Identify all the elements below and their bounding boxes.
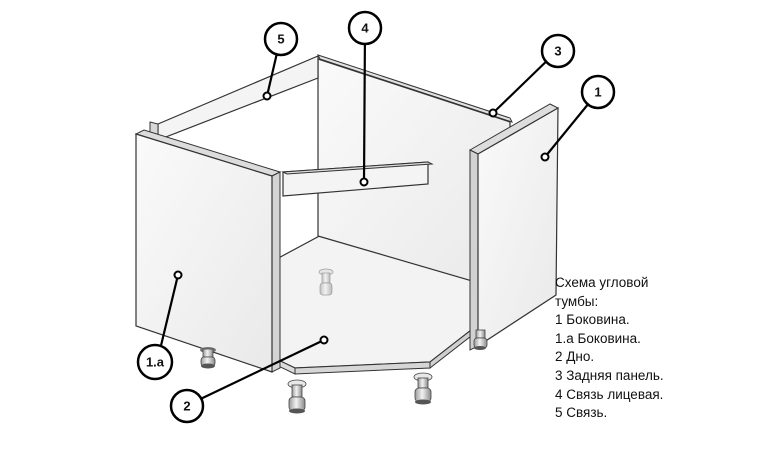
callout-5-label: 5 [277, 32, 284, 47]
callout-4: 4 [347, 10, 383, 46]
foot-rear [318, 268, 334, 296]
legend-title-line-1: Схема угловой [555, 275, 649, 290]
callout-4-label: 4 [361, 21, 369, 36]
foot-front-center [287, 379, 307, 414]
callout-2-label: 2 [183, 399, 190, 414]
legend-item-3: 3 Задняя панель. [555, 367, 664, 383]
legend-item-1: 1 Боковина. [555, 312, 630, 328]
anchor-dots [173, 91, 550, 345]
callout-1a: 1.a [136, 343, 174, 381]
legend-item-4: 4 Связь лицевая. [555, 386, 664, 402]
legend-item-5: 5 Связь. [555, 405, 608, 421]
left-side-panel [134, 129, 282, 373]
callout-3-label: 3 [554, 44, 561, 59]
foot-front-left [200, 347, 216, 369]
adjustable-feet [200, 268, 488, 414]
callout-1-label: 1 [594, 85, 601, 100]
legend: Схема угловой тумбы: 1 Боковина. 1.a Бок… [555, 274, 765, 423]
legend-title-line-2: тумбы: [555, 293, 599, 309]
callout-5: 5 [263, 21, 299, 57]
foot-right [473, 329, 488, 350]
legend-item-1a: 1.a Боковина. [555, 330, 641, 346]
front-tie-rail [281, 161, 434, 197]
callout-2: 2 [169, 388, 205, 424]
rear-tie-rail [149, 55, 319, 141]
legend-item-2: 2 Дно. [555, 349, 595, 365]
callout-1: 1 [580, 74, 616, 110]
callout-3: 3 [540, 33, 576, 69]
right-side-panel [468, 103, 560, 351]
callout-1a-label: 1.a [146, 355, 165, 370]
foot-front-right [413, 372, 433, 405]
